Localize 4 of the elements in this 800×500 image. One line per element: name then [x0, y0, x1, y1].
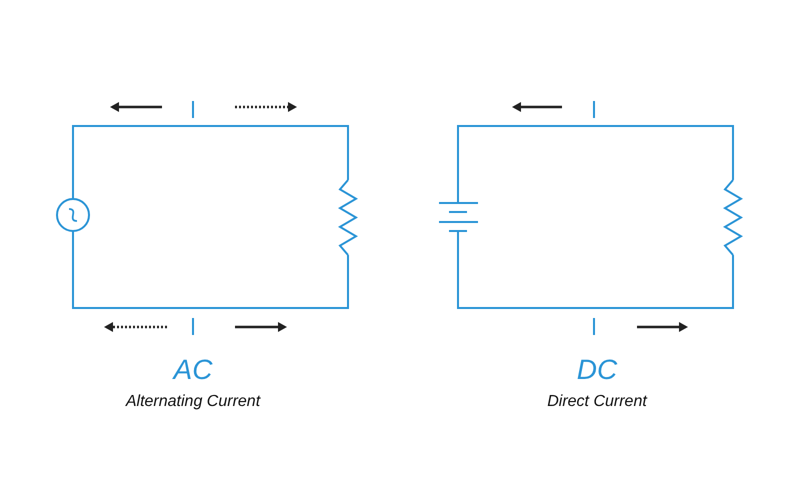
circuit-title: AC: [174, 356, 212, 384]
circuit-subtitle: Alternating Current: [126, 394, 260, 410]
circuit-title: DC: [576, 356, 618, 384]
circuit-subtitle: Direct Current: [547, 394, 647, 410]
